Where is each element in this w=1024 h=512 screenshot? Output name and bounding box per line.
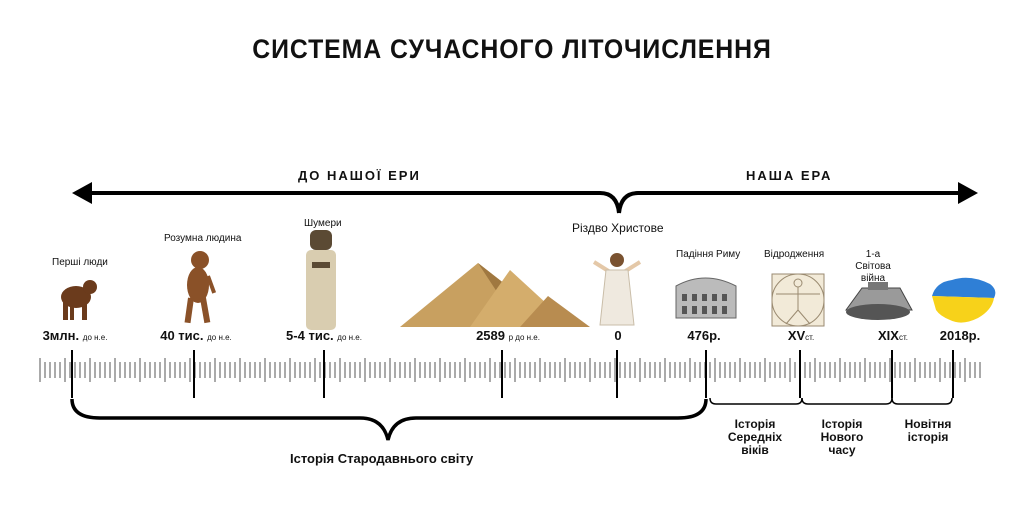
era-arrows — [88, 191, 962, 214]
timeline-major-ticks — [71, 350, 954, 398]
era-bc-label: ДО НАШОЇ ЕРИ — [298, 168, 421, 183]
event-date: 40 тис. до н.е. — [160, 328, 232, 343]
period-medieval-label: Історія Середніх віків — [727, 417, 783, 457]
event-date: 2018р. — [939, 328, 981, 343]
right-arrowhead — [958, 182, 978, 204]
primate-icon — [61, 280, 97, 320]
event-date: 2589 р до н.е. — [476, 328, 540, 343]
vitruvian-man-icon — [771, 273, 825, 327]
sumerian-statue-icon — [306, 230, 336, 330]
event-caption: Шумери — [304, 218, 342, 229]
ancient-history-brace — [70, 398, 708, 441]
pyramids-icon — [400, 263, 590, 327]
jesus-figure-icon — [592, 253, 642, 326]
event-date: 476р. — [687, 328, 721, 343]
colosseum-icon — [675, 277, 737, 319]
page-title: СИСТЕМА СУЧАСНОГО ЛІТОЧИСЛЕННЯ — [252, 34, 772, 64]
tank-icon — [845, 282, 913, 320]
ukraine-map-icon — [932, 277, 996, 323]
event-date: 3млн. до н.е. — [42, 328, 108, 343]
event-caption: Падіння Риму — [676, 249, 741, 260]
timeline-ruler — [39, 358, 981, 382]
later-period-brackets — [709, 397, 953, 405]
event-date: 5-4 тис. до н.е. — [286, 328, 362, 343]
period-ancient-label: Історія Стародавнього світу — [290, 451, 474, 466]
period-contemporary-label: Новітня історія — [904, 417, 952, 444]
early-human-icon — [184, 251, 217, 324]
event-caption: Відродження — [764, 249, 825, 260]
era-ad-label: НАША ЕРА — [746, 168, 833, 183]
event-caption: Розумна людина — [164, 233, 242, 244]
event-date: XVст. — [787, 328, 815, 343]
event-caption: Перші люди — [52, 257, 108, 268]
period-modern-label: Історія Нового часу — [820, 417, 864, 457]
event-date: 0 — [614, 328, 622, 343]
left-arrowhead — [72, 182, 92, 204]
nativity-label: Різдво Христове — [572, 221, 664, 235]
event-date: XIXст. — [878, 328, 908, 343]
event-caption: 1-а Світова війна — [855, 249, 891, 284]
